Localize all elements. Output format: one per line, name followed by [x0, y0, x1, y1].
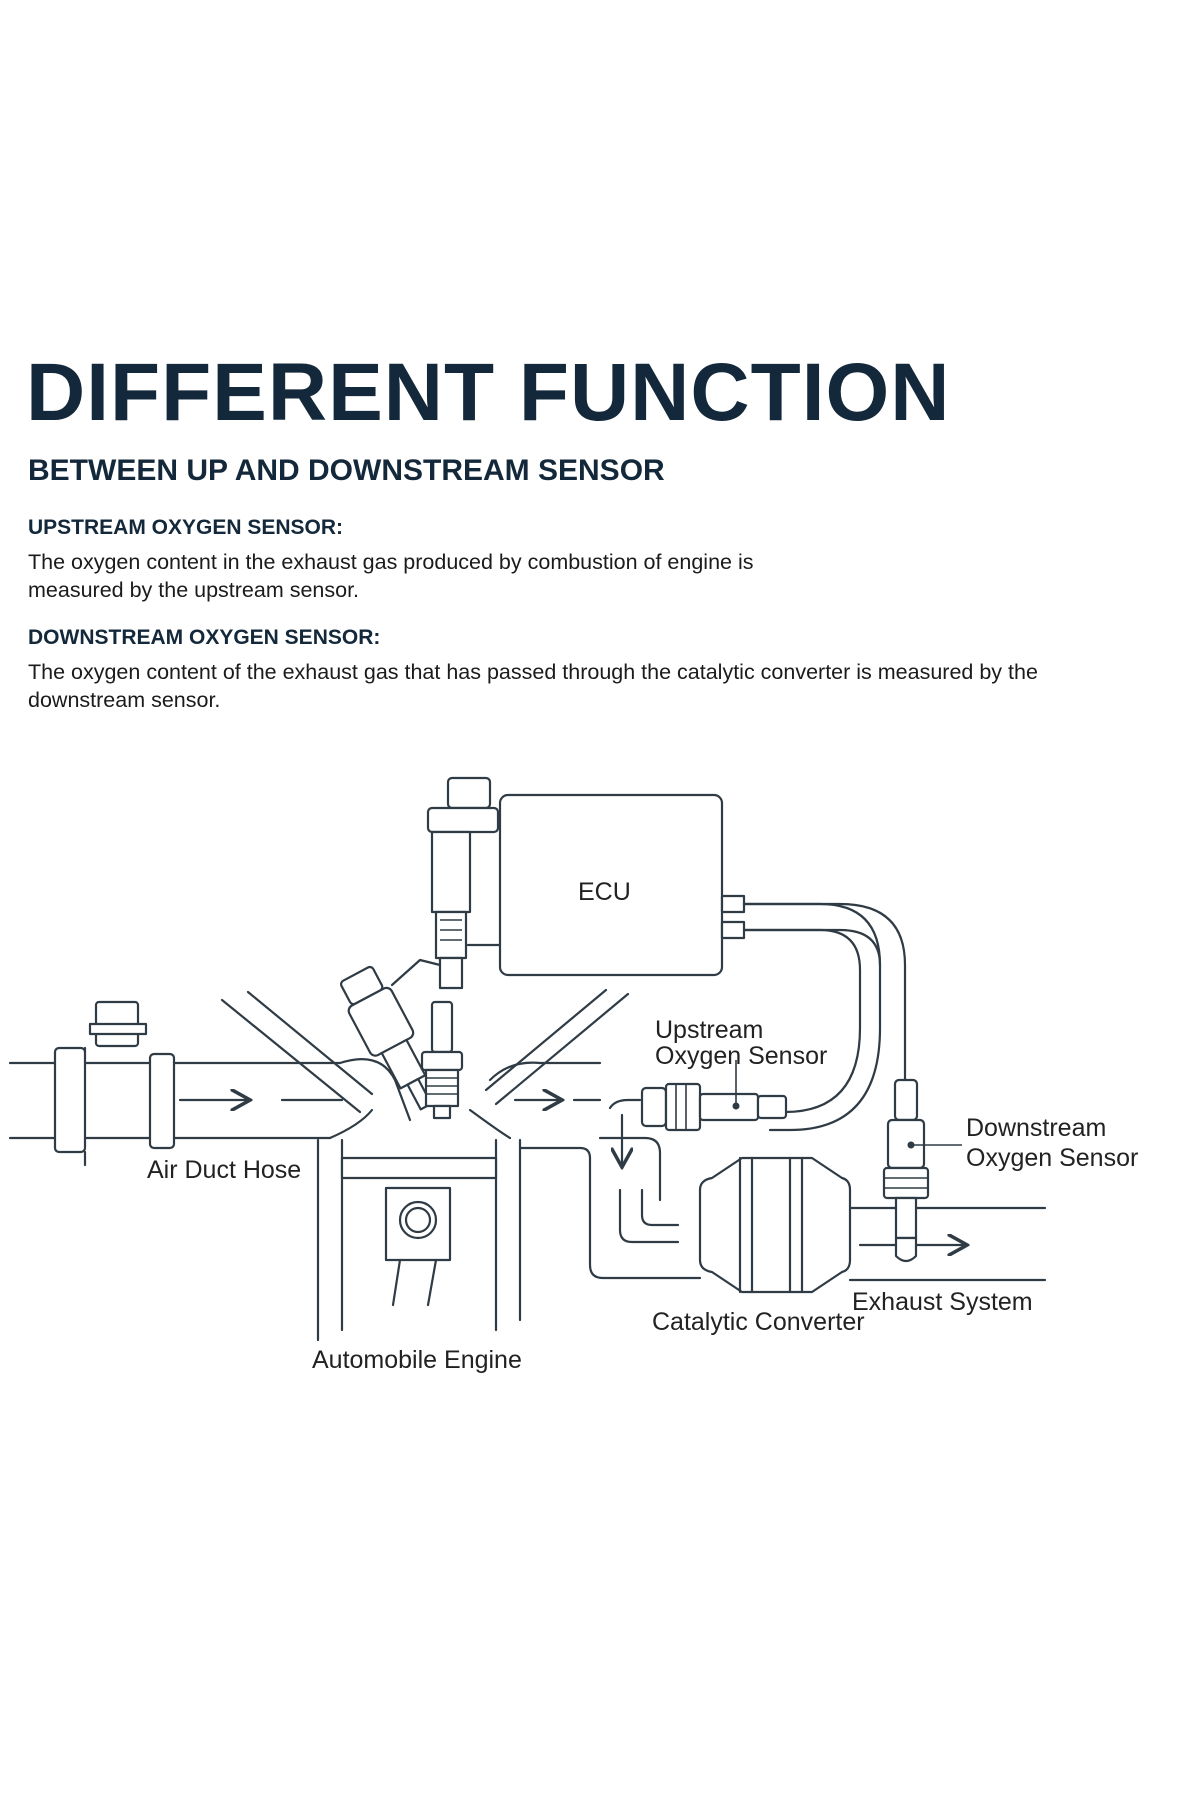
upstream-description: The oxygen content in the exhaust gas pr… — [28, 550, 754, 602]
oxygen-sensor-diagram: ECU — [8, 776, 1138, 1374]
air-duct-hose-label: Air Duct Hose — [147, 1156, 301, 1184]
engine-block — [316, 1138, 522, 1342]
downstream-label-line2: Oxygen Sensor — [966, 1144, 1138, 1172]
exhaust-system-label: Exhaust System — [852, 1288, 1033, 1316]
spark-plug — [420, 1000, 464, 1120]
downstream-oxygen-sensor — [882, 1078, 962, 1263]
upstream-heading: UPSTREAM OXYGEN SENSOR: — [28, 516, 344, 539]
upstream-oxygen-sensor — [640, 1060, 788, 1132]
ignition-coil — [426, 776, 500, 990]
exhaust-system — [848, 1206, 1047, 1282]
downstream-description: The oxygen content of the exhaust gas th… — [28, 660, 1038, 712]
upstream-label-line2: Oxygen Sensor — [655, 1042, 827, 1070]
page-subtitle: BETWEEN UP AND DOWNSTREAM SENSOR — [28, 454, 665, 487]
ecu-box: ECU — [466, 793, 746, 977]
downstream-heading: DOWNSTREAM OXYGEN SENSOR: — [28, 626, 381, 649]
automobile-engine-label: Automobile Engine — [312, 1346, 522, 1374]
catalytic-converter-label: Catalytic Converter — [652, 1308, 865, 1336]
ecu-label: ECU — [578, 878, 631, 906]
page-title: DIFFERENT FUNCTION — [26, 347, 951, 438]
catalytic-converter — [698, 1156, 852, 1294]
upstream-label-line1: Upstream — [655, 1016, 763, 1044]
downstream-wire — [742, 902, 907, 1082]
exhaust-pipe — [518, 1098, 702, 1280]
air-duct-hose — [8, 1000, 342, 1167]
downstream-label-line1: Downstream — [966, 1114, 1106, 1142]
upstream-wire — [742, 902, 882, 1132]
